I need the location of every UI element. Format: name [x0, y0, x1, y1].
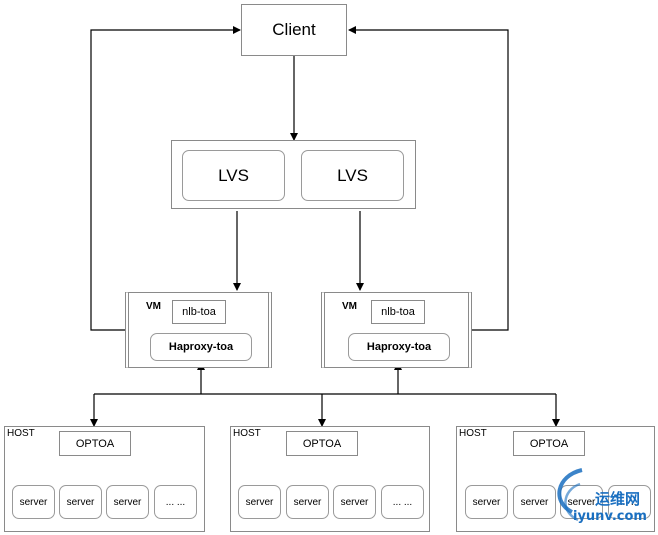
- server-label: server: [19, 496, 48, 508]
- server-label: ... ...: [392, 496, 413, 508]
- host-label-1: HOST: [7, 428, 35, 439]
- optoa-node-3: OPTOA: [513, 431, 585, 456]
- server-node: ... ...: [608, 485, 651, 519]
- vm-label-2: VM: [342, 301, 357, 312]
- lvs-node-2: LVS: [301, 150, 404, 201]
- nlb-toa-module-2: nlb-toa: [371, 300, 425, 324]
- nlb-toa-module-1: nlb-toa: [172, 300, 226, 324]
- lvs-node-1: LVS: [182, 150, 285, 201]
- host-label-2: HOST: [233, 428, 261, 439]
- server-node: server: [59, 485, 102, 519]
- client-node: Client: [241, 4, 347, 56]
- lvs-label-2: LVS: [337, 165, 368, 185]
- haproxy-toa-node-1: Haproxy-toa: [150, 333, 252, 361]
- nlb-toa-label-2: nlb-toa: [381, 306, 415, 318]
- server-label: server: [472, 496, 501, 508]
- server-label: server: [66, 496, 95, 508]
- client-label: Client: [272, 20, 316, 39]
- server-node: server: [106, 485, 149, 519]
- server-node: server: [238, 485, 281, 519]
- server-node: server: [12, 485, 55, 519]
- haproxy-toa-label-2: Haproxy-toa: [366, 341, 432, 353]
- server-label: server: [520, 496, 549, 508]
- vm-label-1: VM: [146, 301, 161, 312]
- server-label: ... ...: [165, 496, 186, 508]
- lvs-label-1: LVS: [218, 165, 249, 185]
- arrow-vm2-to-client: [348, 26, 509, 331]
- server-label: ... ...: [619, 496, 640, 508]
- server-label: server: [567, 496, 596, 508]
- haproxy-toa-label-1: Haproxy-toa: [168, 341, 234, 353]
- nlb-toa-label-1: nlb-toa: [182, 306, 216, 318]
- optoa-label-1: OPTOA: [75, 437, 115, 450]
- server-label: server: [245, 496, 274, 508]
- server-node: server: [513, 485, 556, 519]
- haproxy-toa-node-2: Haproxy-toa: [348, 333, 450, 361]
- server-node: ... ...: [154, 485, 197, 519]
- optoa-node-1: OPTOA: [59, 431, 131, 456]
- host-label-3: HOST: [459, 428, 487, 439]
- server-node: ... ...: [381, 485, 424, 519]
- server-node: server: [465, 485, 508, 519]
- server-label: server: [113, 496, 142, 508]
- server-node: server: [333, 485, 376, 519]
- optoa-label-2: OPTOA: [302, 437, 342, 450]
- server-label: server: [340, 496, 369, 508]
- optoa-node-2: OPTOA: [286, 431, 358, 456]
- server-label: server: [293, 496, 322, 508]
- server-node: server: [286, 485, 329, 519]
- optoa-label-3: OPTOA: [529, 437, 569, 450]
- watermark-text-bottom: iyunv.com: [573, 509, 647, 524]
- watermark-text-top: 运维网: [595, 490, 641, 508]
- arrow-vm1-to-client: [90, 26, 241, 331]
